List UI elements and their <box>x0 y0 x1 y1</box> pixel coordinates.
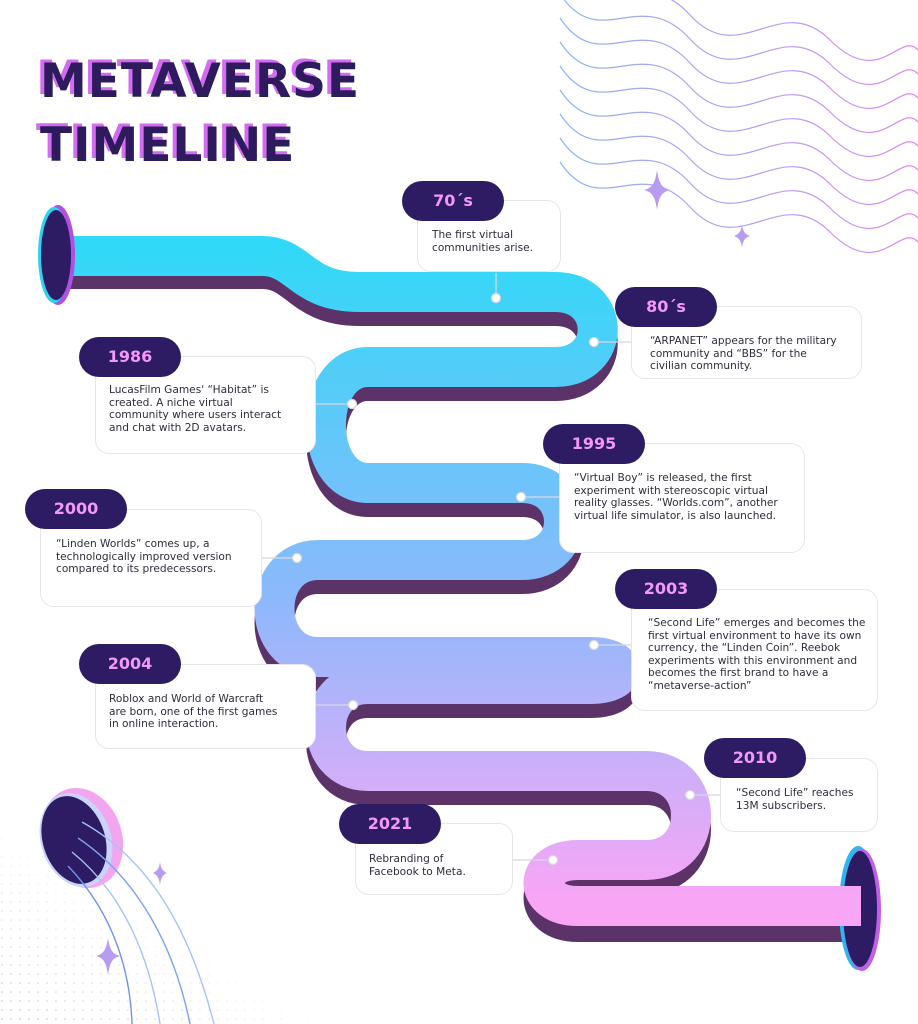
event-year-badge: 2021 <box>339 804 441 844</box>
decorative-wave-line <box>559 161 918 254</box>
event-description-line: compared to its predecessors. <box>56 563 217 576</box>
event-description-line: experiment with stereoscopic virtual <box>574 484 768 497</box>
event-year-badge: 2004 <box>79 644 181 684</box>
milestone-dot <box>291 552 303 564</box>
event-description-line: technologically improved version <box>56 550 232 563</box>
milestone-dot <box>515 491 527 503</box>
sparkle-icons <box>96 170 750 975</box>
milestone-dot <box>346 398 358 410</box>
event-year-badge: 1986 <box>79 337 181 377</box>
event-year-badge: 2003 <box>615 569 717 609</box>
event-description-line: “Second Life” reaches <box>736 787 854 799</box>
decorative-wave-line <box>670 0 918 62</box>
milestone-dot <box>588 336 600 348</box>
sparkle-icon <box>153 862 167 885</box>
decorative-wave-line <box>559 89 918 182</box>
decorative-wave-line <box>563 0 918 86</box>
event-description-line: “metaverse-action” <box>648 679 752 692</box>
event-description-line: created. A niche virtual <box>109 396 233 409</box>
event-description-line: experiments with this environment and <box>648 654 858 667</box>
event-description-line: “ARPANET” appears for the military <box>650 335 837 347</box>
event-year-badge: 70´s <box>402 181 504 221</box>
event-description-line: community where users interact <box>109 409 282 422</box>
event-card <box>631 589 878 711</box>
event-year-badge: 1995 <box>543 424 645 464</box>
milestone-dot <box>490 292 502 304</box>
page-title-line-1: METAVERSE <box>40 54 361 109</box>
event-description-line: are born, one of the first games <box>109 705 278 718</box>
milestone-dot <box>684 789 696 801</box>
event-description-line: becomes the first brand to have a <box>648 667 829 680</box>
event-description-line: Roblox and World of Warcraft <box>109 693 264 705</box>
event-description-line: first virtual environment to have its ow… <box>648 629 862 642</box>
milestone-dot <box>588 639 600 651</box>
event-description-line: “Linden Worlds” comes up, a <box>56 538 210 550</box>
decorative-wave-line <box>559 113 918 206</box>
sparkle-icon <box>734 224 750 248</box>
event-description-line: in online interaction. <box>109 718 219 731</box>
milestone-dot <box>347 699 359 711</box>
decorative-wave-line <box>559 65 918 158</box>
decorative-wave-lines <box>559 0 918 254</box>
portal-bottom-left <box>39 787 215 1024</box>
event-description-line: The first virtual <box>432 229 514 241</box>
event-description-line: 13M subscribers. <box>736 799 827 812</box>
event-year-badge: 80´s <box>615 287 717 327</box>
event-description-line: virtual life simulator, is also launched… <box>574 509 777 522</box>
event-description-line: community and “BBS” for the <box>650 347 807 360</box>
sparkle-icon <box>96 938 120 975</box>
event-description-line: Facebook to Meta. <box>369 865 466 878</box>
event-description-line: communities arise. <box>432 241 534 254</box>
portal-road-end <box>835 846 881 971</box>
event-description-line: “Second Life” emerges and becomes the <box>648 617 866 629</box>
event-description-line: “Virtual Boy” is released, the first <box>574 472 752 484</box>
event-description-line: reality glasses. “Worlds.com”, another <box>574 497 778 510</box>
decorative-wave-line <box>559 17 918 110</box>
event-description-line: and chat with 2D avatars. <box>109 421 247 434</box>
decorative-wave-line <box>559 137 918 230</box>
event-year-badge: 2010 <box>704 738 806 778</box>
event-description-line: currency, the “Linden Coin”. Reebok <box>648 642 841 655</box>
event-description-line: civilian community. <box>650 360 753 373</box>
milestone-connectors <box>262 273 720 866</box>
portal-road-start <box>38 205 75 305</box>
sparkle-icon <box>644 170 670 210</box>
milestone-dot <box>547 854 559 866</box>
event-description-line: Rebranding of <box>369 853 444 865</box>
decorative-wave-line <box>559 41 918 134</box>
event-description-line: LucasFilm Games' “Habitat” is <box>109 384 269 396</box>
page-title-line-2: TIMELINE <box>40 118 296 173</box>
event-year-badge: 2000 <box>25 489 127 529</box>
